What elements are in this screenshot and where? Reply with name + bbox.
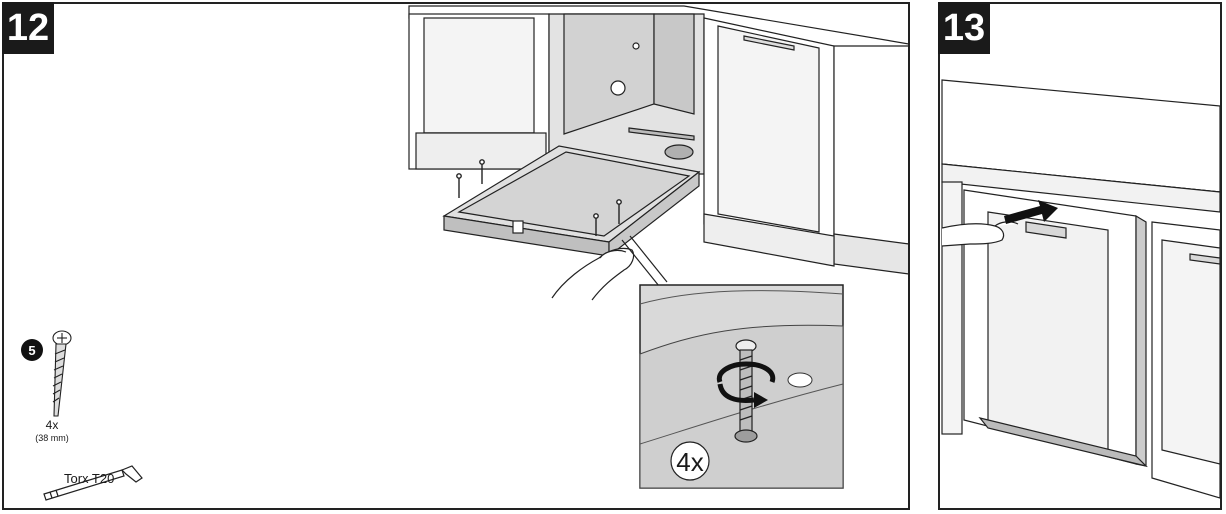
right-cabinet [703,17,908,275]
step-13-panel: 13 [938,2,1222,510]
step-number-badge: 13 [938,2,990,54]
callout-leader [621,235,668,287]
dishwasher-door-panel [963,189,1148,468]
step-number-badge: 12 [2,2,54,54]
step-13-illustration [941,79,1220,499]
part-number-label: 5 [28,343,35,358]
push-arrow-icon [1004,200,1058,224]
detail-quantity-label: 4x [676,447,703,477]
detail-inset: 4x [639,284,844,489]
left-cabinet [408,13,550,170]
step-12-panel: 12 [2,2,910,510]
rotation-arrow-icon [716,361,776,403]
dishwasher-tub [548,13,705,175]
door-handle [1025,221,1067,239]
screw-quantity: 4x [46,418,59,432]
right-cabinet [1151,221,1220,499]
screw-detail [734,339,758,443]
screws-on-door [456,159,622,236]
tool-label: Torx T20 [64,471,114,486]
detail-quantity-bubble [670,441,710,481]
screw-length: (38 mm) [35,433,69,443]
countertop [941,79,1220,213]
torx-wrench-icon [43,465,143,501]
hand-illustration [941,221,1019,247]
screw-part: 5 4x (38 mm) [21,330,72,443]
rotation-arrowhead-icon [754,392,768,408]
screw-icon [52,330,72,417]
part-number-badge [21,339,43,361]
dishwasher-door [442,145,701,258]
step-12-illustration: 4x 5 4x (38 mm) [21,5,908,501]
hand-illustration [551,247,635,301]
left-cabinet [941,181,963,435]
